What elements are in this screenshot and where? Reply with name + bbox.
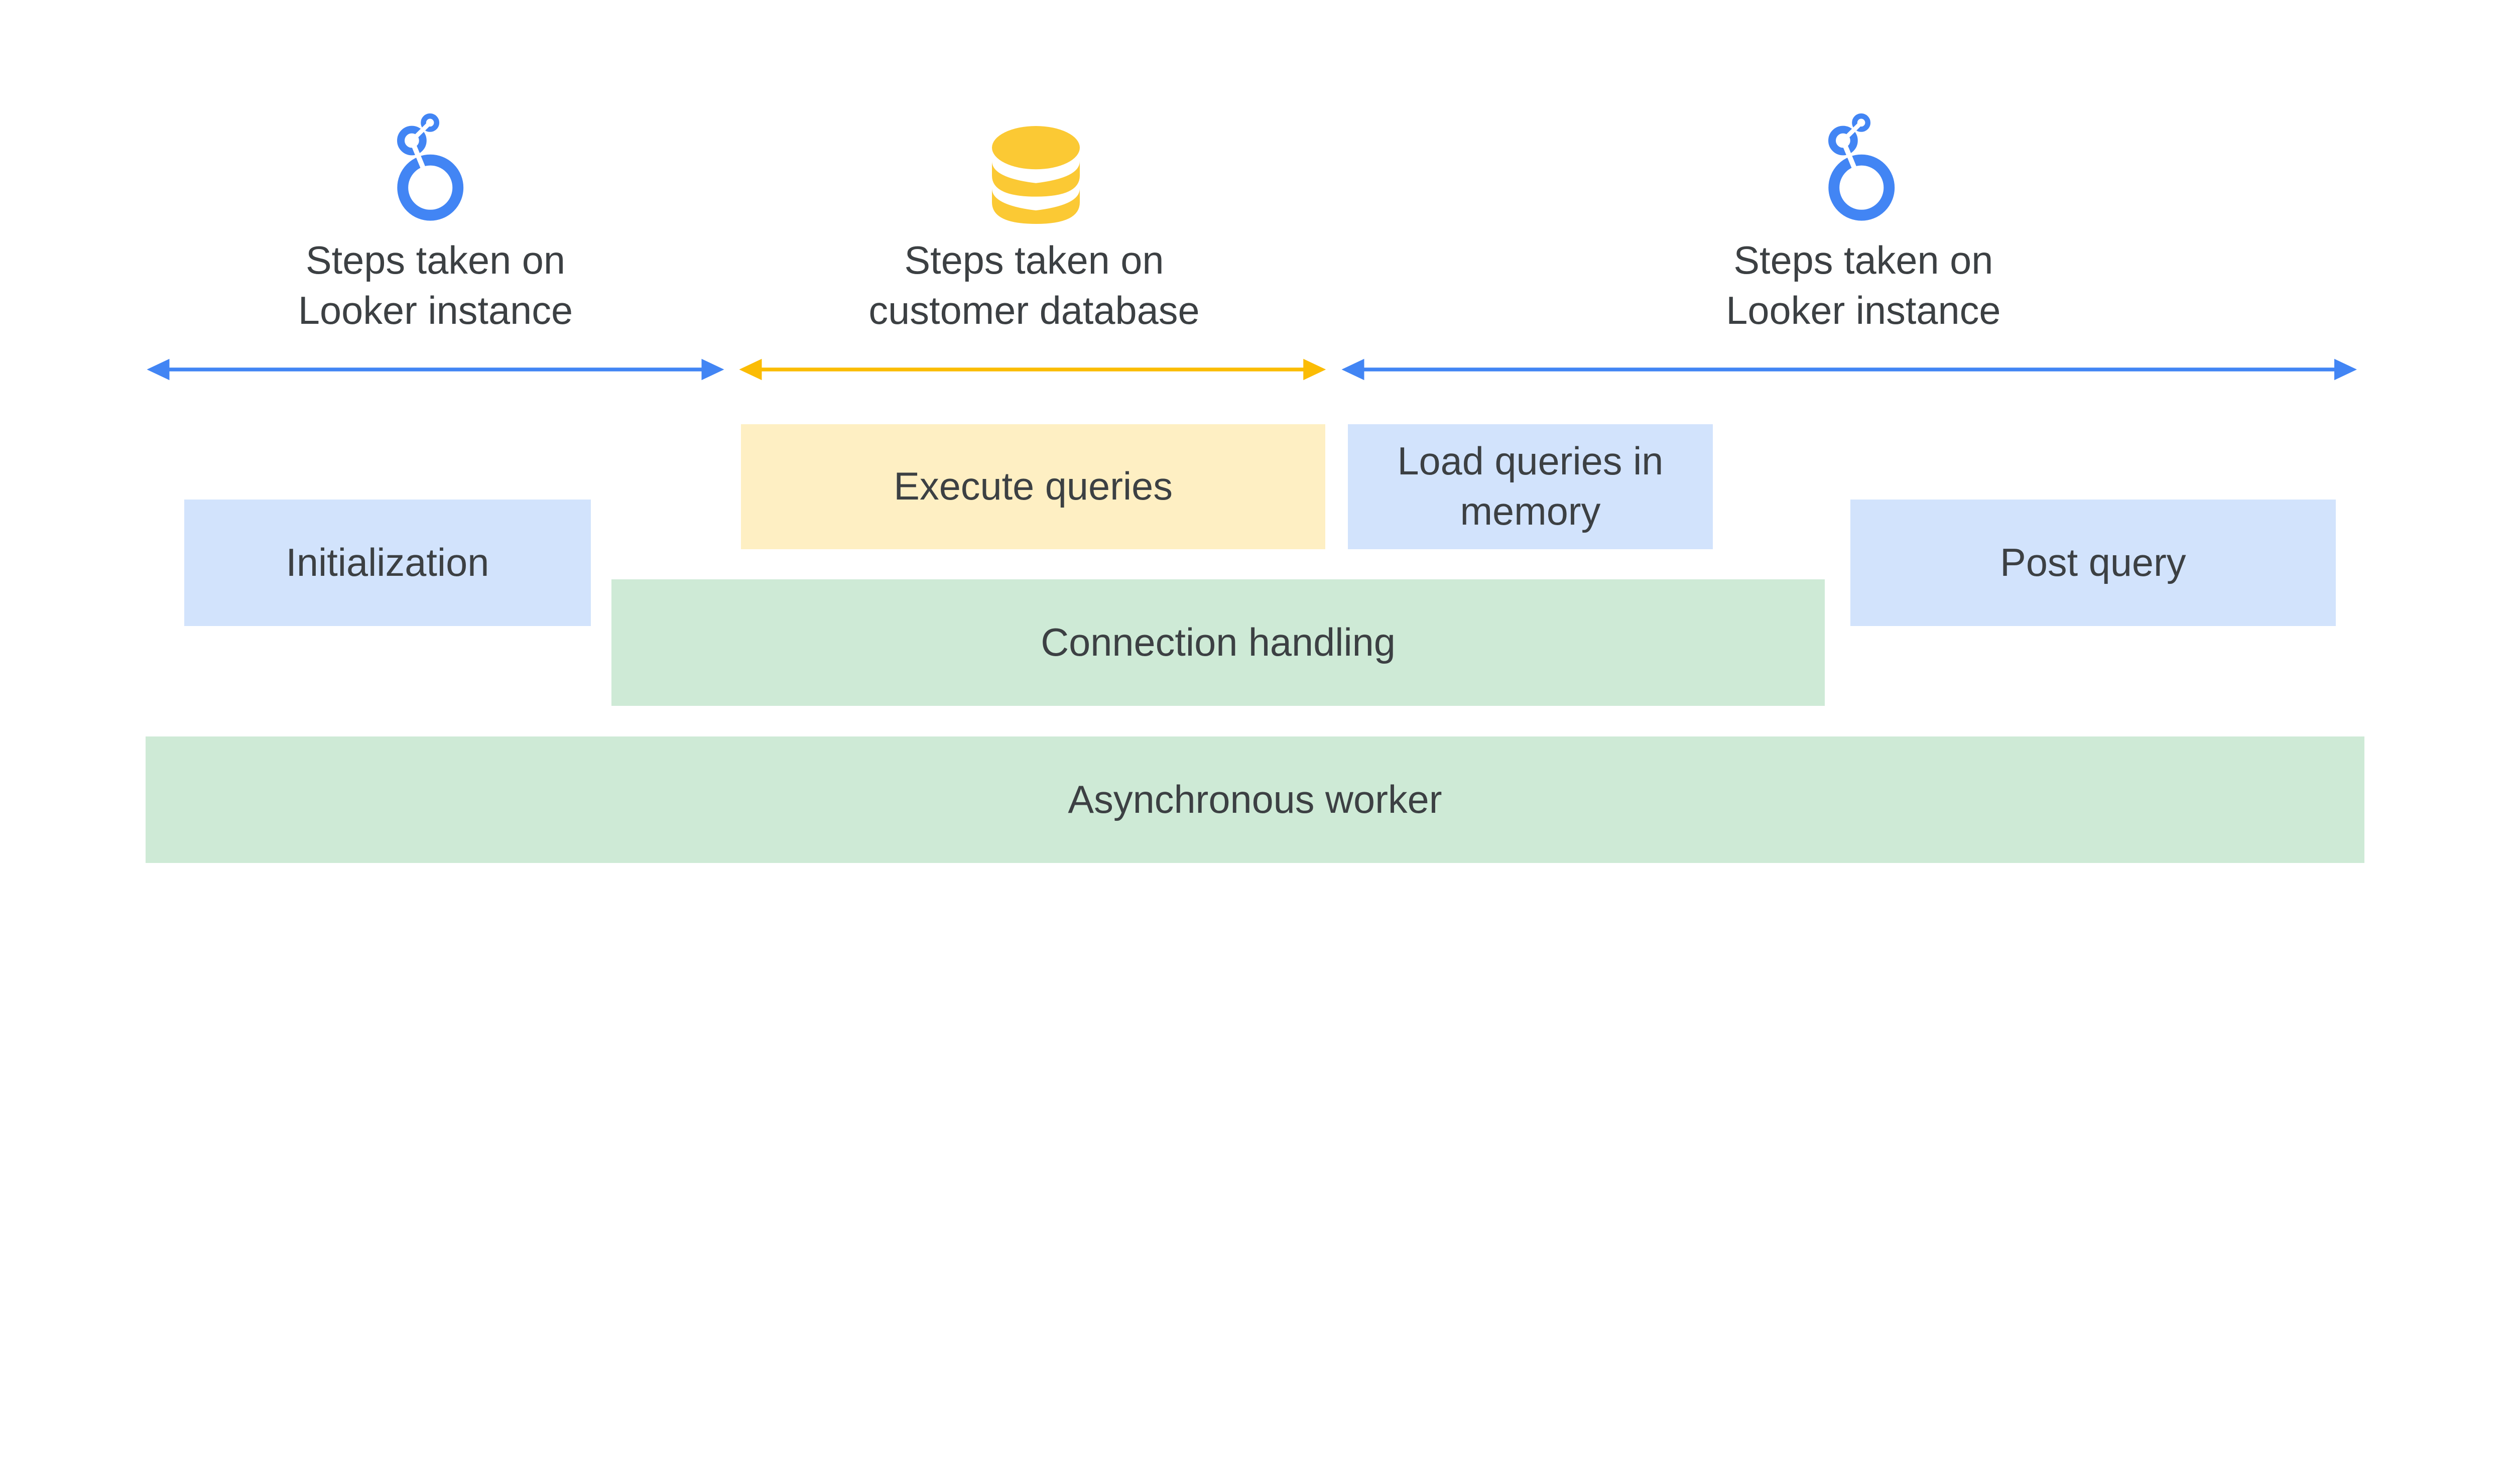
section-label-looker-1: Steps taken on Looker instance xyxy=(298,235,573,336)
label-line: Steps taken on xyxy=(305,238,566,282)
double-arrow-looker-1 xyxy=(147,358,724,381)
box-label: Asynchronous worker xyxy=(1068,778,1442,821)
label-line: Looker instance xyxy=(298,289,573,332)
diagram: Steps taken on Looker instance Steps tak… xyxy=(146,113,2364,863)
box-label: Load queries in xyxy=(1397,440,1664,483)
box-label: Execute queries xyxy=(894,465,1173,509)
section-label-looker-2: Steps taken on Looker instance xyxy=(1726,235,2000,336)
double-arrow-looker-2 xyxy=(1341,358,2357,381)
box-label: Post query xyxy=(2000,541,2186,584)
label-line: customer database xyxy=(868,289,1200,332)
label-line: Looker instance xyxy=(1726,289,2001,332)
double-arrow-database xyxy=(739,358,1326,381)
connection-handling-box: Connection handling xyxy=(611,579,1825,706)
looker-logo-icon xyxy=(1828,113,1895,221)
execute-queries-box: Execute queries xyxy=(741,424,1325,549)
box-label: Initialization xyxy=(286,541,489,584)
asynchronous-worker-box: Asynchronous worker xyxy=(146,736,2364,863)
post-query-box: Post query xyxy=(1850,500,2336,626)
label-line: Steps taken on xyxy=(904,238,1164,282)
box-label: Connection handling xyxy=(1041,621,1396,665)
initialization-box: Initialization xyxy=(184,500,591,626)
database-icon xyxy=(992,126,1080,224)
label-line: Steps taken on xyxy=(1733,238,1993,282)
span-arrows xyxy=(147,358,2357,381)
looker-logo-icon xyxy=(397,113,463,221)
load-queries-box: Load queries in memory xyxy=(1348,424,1713,549)
box-label: memory xyxy=(1460,490,1601,534)
section-label-database: Steps taken on customer database xyxy=(868,235,1199,336)
